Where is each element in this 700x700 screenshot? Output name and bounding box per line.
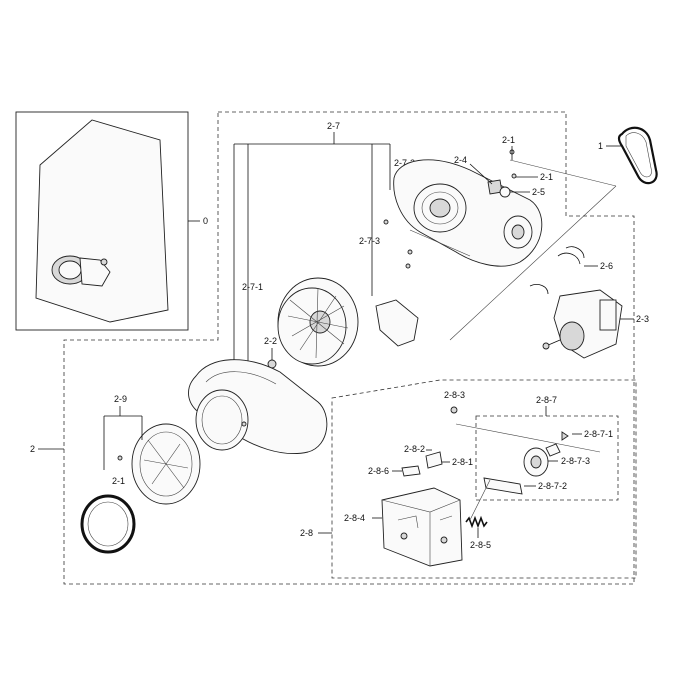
idler-arm	[483, 477, 523, 495]
screw-part-2-8-3	[450, 406, 458, 414]
label-2-4: 2-4	[454, 155, 467, 165]
drive-belt	[617, 126, 658, 185]
motor-mount-bracket	[381, 487, 463, 567]
inlet-grille	[131, 423, 201, 505]
label-2-8-6: 2-8-6	[368, 466, 389, 476]
label-2-6: 2-6	[600, 261, 613, 271]
front-blower-housing	[188, 359, 328, 455]
label-0: 0	[203, 216, 208, 226]
tension-spring	[465, 515, 488, 529]
idler-pulley	[523, 431, 569, 477]
seal-ring	[80, 494, 136, 554]
label-2-8-4: 2-8-4	[344, 513, 365, 523]
label-2-5: 2-5	[532, 187, 545, 197]
clips-part-2-6	[529, 246, 585, 295]
label-2-8-2: 2-8-2	[404, 444, 425, 454]
label-2-1-right: 2-1	[540, 172, 553, 182]
label-2-8-7-3: 2-8-7-3	[561, 456, 590, 466]
inset-housing	[35, 119, 169, 323]
subassembly-outline-2-8-7	[475, 415, 619, 501]
label-2-7-1: 2-7-1	[242, 282, 263, 292]
label-2-7: 2-7	[327, 121, 340, 131]
label-2-8-7-1: 2-8-7-1	[584, 429, 613, 439]
label-2-8-5: 2-8-5	[470, 540, 491, 550]
label-1: 1	[598, 141, 603, 151]
label-2-9: 2-9	[114, 394, 127, 404]
label-2-8-7: 2-8-7	[536, 395, 557, 405]
rear-blower-housing	[383, 159, 543, 269]
label-2-7-3: 2-7-3	[359, 236, 380, 246]
inset-blower-part	[51, 255, 111, 287]
label-2-1-left: 2-1	[112, 476, 125, 486]
label-2-8-3: 2-8-3	[444, 390, 465, 400]
subassembly-outline-2-8	[331, 379, 637, 579]
label-2: 2	[30, 444, 35, 454]
label-2-8-1: 2-8-1	[452, 457, 473, 467]
plate-part-2-8-6	[401, 465, 421, 477]
label-2-3: 2-3	[636, 314, 649, 324]
blower-impeller	[277, 277, 359, 367]
label-2-8-7-2: 2-8-7-2	[538, 481, 567, 491]
label-2-8: 2-8	[300, 528, 313, 538]
switch-part-2-8-1	[425, 451, 443, 469]
label-2-2: 2-2	[264, 336, 277, 346]
label-2-7-2: 2-7-2	[394, 158, 415, 168]
bracket-part-2-7-3	[375, 299, 419, 347]
label-2-1-top: 2-1	[502, 135, 515, 145]
drive-motor	[542, 289, 623, 359]
